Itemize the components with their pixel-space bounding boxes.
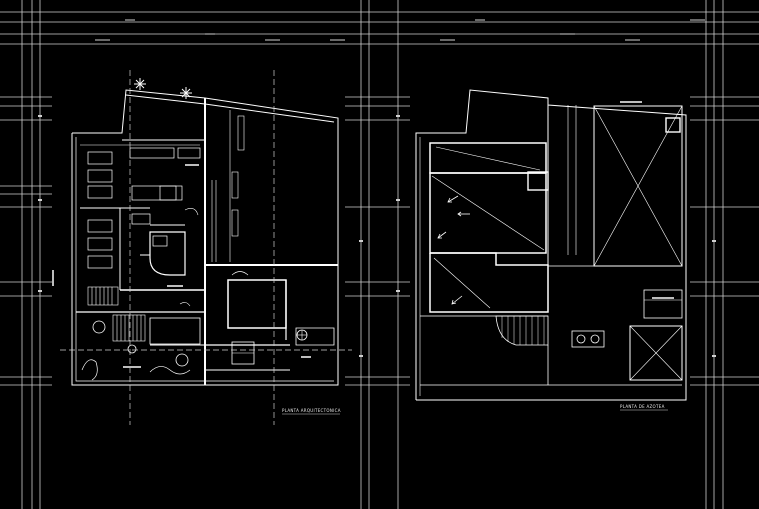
ramp-hatch [112,314,146,342]
plant-symbols [134,78,192,99]
plant-icon-2 [180,87,192,99]
stairs [87,286,119,306]
right-plan-title: PLANTA DE AZOTEA [620,404,665,409]
dining-tables [87,147,201,269]
annotation-marks [52,101,674,368]
left-plan-title: PLANTA ARQUITECTONICA [282,408,341,413]
left-floor-plan [71,89,339,386]
right-roof-plan [415,89,687,401]
slope-arrows [437,195,470,305]
roof-hatch [501,316,545,345]
section-cut-line [60,70,352,425]
plant-icon-1 [134,78,146,90]
top-axis-ticks [95,19,705,41]
dimension-markers [38,115,716,357]
